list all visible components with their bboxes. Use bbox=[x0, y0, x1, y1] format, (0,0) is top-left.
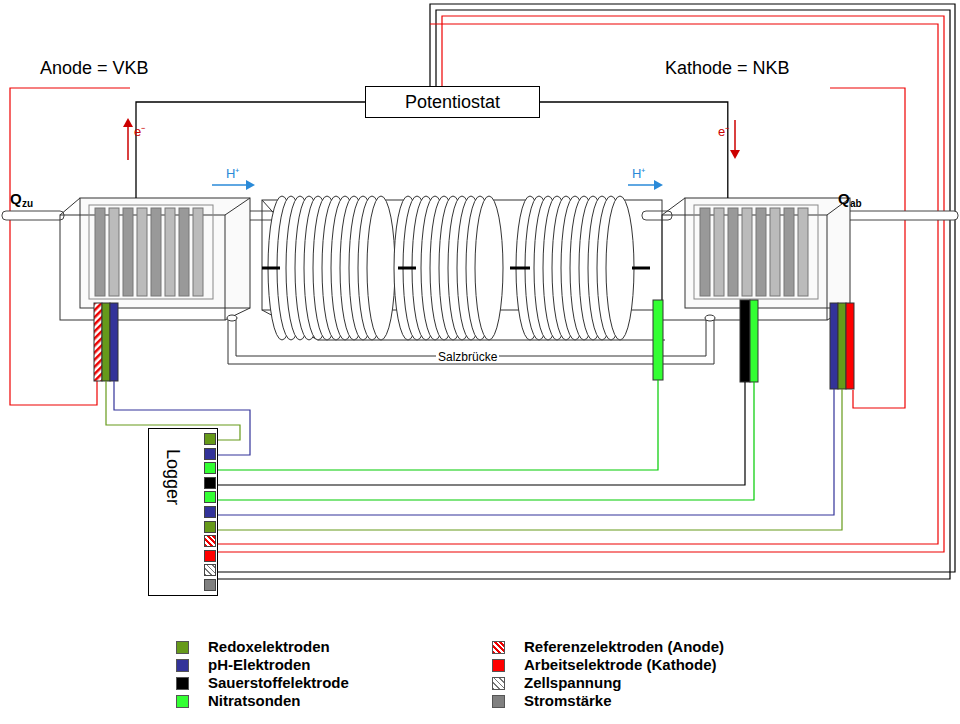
logger-port bbox=[204, 506, 216, 518]
legend-text: Stromstärke bbox=[524, 692, 612, 709]
plate-frame bbox=[89, 205, 213, 299]
plate bbox=[700, 208, 710, 296]
logger-port bbox=[204, 564, 216, 576]
cathode-chamber: Kathode = NKB bbox=[662, 198, 850, 320]
legend-swatch bbox=[176, 677, 189, 690]
anode-chamber: Anode = VKB bbox=[60, 198, 250, 320]
logger-label: Logger bbox=[162, 449, 183, 505]
logger-port bbox=[204, 550, 216, 562]
legend-text: Nitratsonden bbox=[208, 692, 301, 709]
legend-swatch bbox=[492, 695, 505, 708]
logger-port bbox=[204, 433, 216, 445]
salt-bridge bbox=[227, 315, 715, 364]
plate bbox=[151, 208, 161, 296]
coil-winding bbox=[367, 196, 395, 340]
electrode bbox=[94, 300, 854, 389]
plate bbox=[770, 208, 780, 296]
logger-box: Logger bbox=[148, 428, 218, 596]
logger-port bbox=[204, 535, 216, 547]
plate bbox=[784, 208, 794, 296]
plate bbox=[714, 208, 724, 296]
legend-swatch bbox=[492, 677, 505, 690]
plate bbox=[179, 208, 189, 296]
legend-text: Zellspannung bbox=[524, 674, 622, 691]
logger-port bbox=[204, 462, 216, 474]
flow-label: Q bbox=[10, 190, 22, 207]
legend-text: pH-Elektroden bbox=[208, 656, 311, 673]
charge-label: e⁻ bbox=[718, 122, 729, 140]
logger-port bbox=[204, 448, 216, 460]
membrane-mark bbox=[262, 267, 280, 270]
chamber-heading: Anode = VKB bbox=[40, 58, 149, 79]
flow-arrow bbox=[123, 118, 740, 190]
legend-swatch bbox=[176, 641, 189, 654]
plate bbox=[193, 208, 203, 296]
legend-text: Sauerstoffelektrode bbox=[208, 674, 349, 691]
charge-label: H⁺ bbox=[632, 164, 645, 182]
plate bbox=[95, 208, 105, 296]
membrane-mark bbox=[398, 267, 416, 270]
flow-label: ab bbox=[850, 198, 862, 209]
legend-swatch bbox=[176, 695, 189, 708]
plate bbox=[165, 208, 175, 296]
wire-connector bbox=[136, 102, 365, 198]
legend-text: Referenzelektroden (Anode) bbox=[524, 638, 724, 655]
plate bbox=[728, 208, 738, 296]
legend-swatch bbox=[176, 659, 189, 672]
logger-port bbox=[204, 491, 216, 503]
electrode-plates bbox=[89, 205, 213, 299]
legend-swatch bbox=[492, 659, 505, 672]
logger-port bbox=[204, 521, 216, 533]
charge-label: H⁺ bbox=[226, 164, 239, 182]
membrane-mark bbox=[632, 267, 650, 270]
plate bbox=[742, 208, 752, 296]
charge-label: e⁻ bbox=[134, 122, 145, 140]
logger-port bbox=[204, 579, 216, 591]
plate bbox=[109, 208, 119, 296]
electrode-plates bbox=[694, 205, 818, 299]
anode-chamber bbox=[60, 198, 250, 320]
plate bbox=[798, 208, 808, 296]
legend-swatch bbox=[492, 641, 505, 654]
legend-text: Arbeitselektrode (Kathode) bbox=[524, 656, 717, 673]
plate-frame bbox=[694, 205, 818, 299]
logger-port bbox=[204, 477, 216, 489]
chamber-heading: Kathode = NKB bbox=[665, 58, 790, 79]
part-name: Salzbrücke bbox=[436, 351, 499, 363]
box-label: Potentiostat bbox=[405, 92, 500, 113]
coil-winding bbox=[606, 196, 634, 340]
flow-label: Q bbox=[838, 190, 850, 207]
device-box: Potentiostat bbox=[365, 86, 540, 118]
wire-connector bbox=[540, 102, 728, 198]
legend-text: Redoxelektroden bbox=[208, 638, 330, 655]
plate bbox=[756, 208, 766, 296]
plate bbox=[137, 208, 147, 296]
flow-label: zu bbox=[22, 198, 33, 209]
membrane-mark bbox=[510, 267, 530, 270]
plate bbox=[123, 208, 133, 296]
coil-windings bbox=[262, 196, 650, 340]
coil-winding bbox=[475, 196, 503, 340]
